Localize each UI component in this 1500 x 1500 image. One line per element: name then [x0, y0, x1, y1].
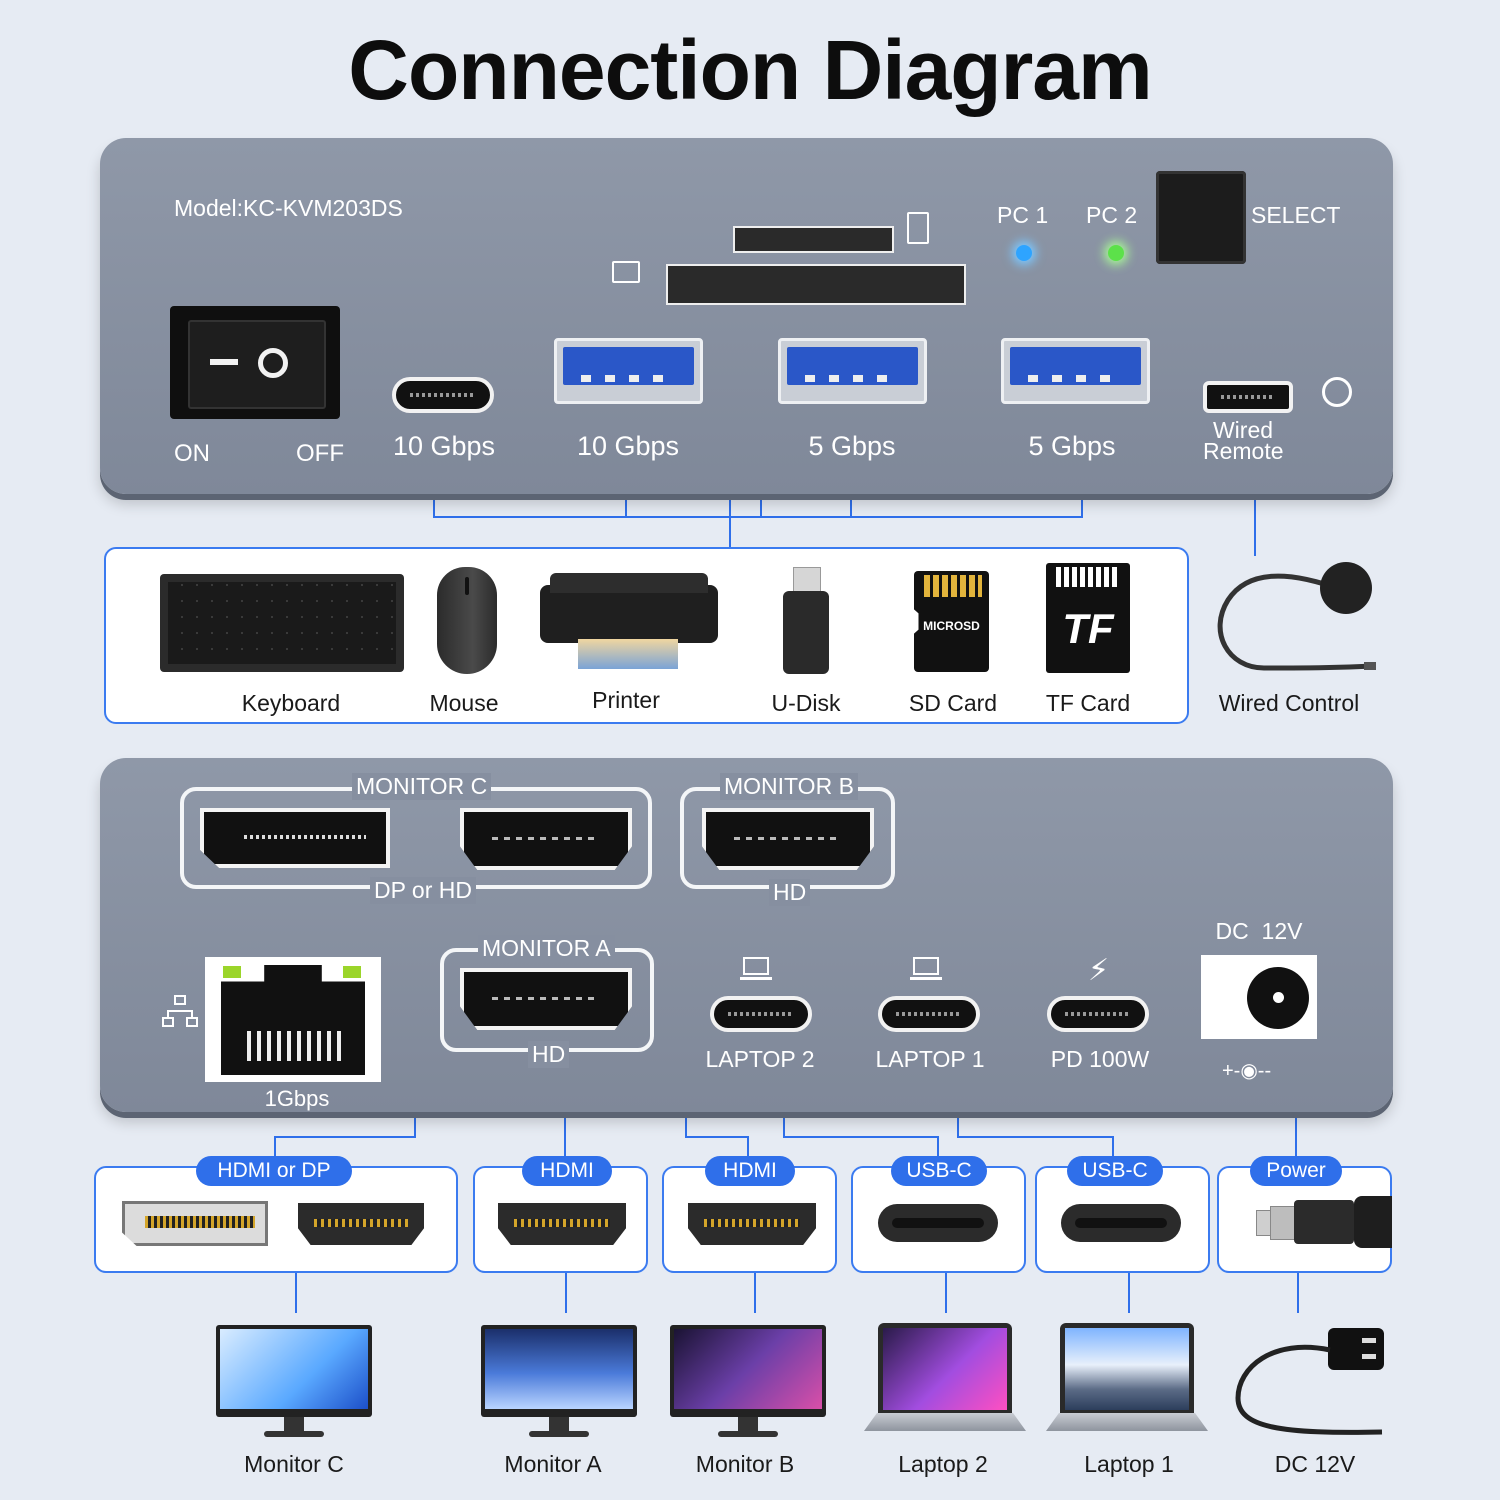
displayport-plug-icon	[122, 1201, 268, 1246]
hdmi-port-monitor-a[interactable]	[460, 968, 632, 1030]
pc2-label: PC 2	[1086, 202, 1138, 228]
laptop1-icon	[910, 957, 942, 981]
tf-card-slot[interactable]	[733, 226, 894, 253]
lightning-icon: ⚡	[1088, 954, 1110, 987]
monitor-b-target-label: Monitor B	[695, 1451, 795, 1477]
printer-label: Printer	[592, 687, 660, 713]
usb-a-port-2[interactable]	[778, 338, 927, 404]
ethernet-port[interactable]	[205, 957, 381, 1082]
pc1-label: PC 1	[997, 202, 1049, 228]
wired-remote-label: Wired Remote	[1203, 417, 1284, 464]
usba1-speed-label: 10 Gbps	[576, 431, 680, 461]
hdmi-plug-icon-c	[298, 1203, 424, 1245]
dc-label: DC 12V	[1215, 918, 1303, 944]
model-label: Model:KC-KVM203DS	[174, 195, 403, 221]
switch-on-mark	[210, 359, 238, 365]
laptop2-icon	[740, 957, 772, 981]
monitor-b-label: MONITOR B	[720, 773, 858, 800]
power-adapter-icon	[1235, 1328, 1384, 1435]
usb-drive-icon	[783, 567, 829, 674]
monitor-c-icon	[216, 1325, 372, 1440]
microsd-card-icon: MICROSD	[914, 571, 989, 672]
usb-c-port-laptop2[interactable]	[710, 996, 812, 1032]
sdcard-label: SD Card	[908, 690, 998, 716]
usba3-speed-label: 5 Gbps	[1028, 431, 1116, 461]
usb-c-port-pd[interactable]	[1047, 996, 1149, 1032]
power-switch[interactable]	[170, 306, 340, 419]
pill-power: Power	[1250, 1156, 1342, 1186]
hdmi-port-monitor-c[interactable]	[460, 808, 632, 870]
wired-remote-port[interactable]	[1203, 381, 1293, 413]
usbc-speed-label: 10 Gbps	[392, 431, 496, 461]
laptop-1-target-label: Laptop 1	[1084, 1451, 1174, 1477]
usbc-plug-icon-2	[878, 1204, 998, 1242]
sd-card-slot[interactable]	[666, 264, 966, 305]
usbc-plug-icon-1	[1061, 1204, 1181, 1242]
sd-card-icon	[612, 261, 640, 283]
tfcard-label: TF Card	[1045, 690, 1131, 716]
remote-icon	[1322, 377, 1352, 407]
ethernet-led-right	[343, 966, 361, 978]
keyboard-icon	[160, 574, 404, 672]
dc-plug-icon	[1256, 1194, 1392, 1252]
monitor-a-label: MONITOR A	[478, 935, 615, 962]
pill-hdmi-b: HDMI	[705, 1156, 795, 1186]
mouse-label: Mouse	[429, 690, 499, 716]
switch-off-mark	[258, 348, 288, 378]
select-button[interactable]	[1156, 171, 1246, 264]
monitor-b-hd-label: HD	[769, 879, 811, 906]
monitor-c-target-label: Monitor C	[244, 1451, 344, 1477]
dc-target-label: DC 12V	[1274, 1451, 1356, 1477]
laptop-1-icon	[1046, 1323, 1208, 1438]
pd-label: PD 100W	[1050, 1046, 1150, 1072]
usba2-speed-label: 5 Gbps	[808, 431, 896, 461]
dp-or-hd-label: DP or HD	[370, 877, 476, 904]
switch-off-label: OFF	[296, 440, 344, 467]
laptop-2-icon	[864, 1323, 1026, 1438]
usb-a-port-3[interactable]	[1001, 338, 1150, 404]
network-icon	[162, 995, 198, 1029]
pill-hdmi-a: HDMI	[522, 1156, 612, 1186]
ethernet-speed-label: 1Gbps	[264, 1086, 330, 1111]
mouse-icon	[437, 567, 497, 674]
usb-a-port-1[interactable]	[554, 338, 703, 404]
select-label: SELECT	[1251, 202, 1341, 228]
pc2-led	[1108, 245, 1124, 261]
pc1-led	[1016, 245, 1032, 261]
ethernet-led-left	[223, 966, 241, 978]
printer-icon	[540, 573, 718, 669]
wired-control-label: Wired Control	[1218, 690, 1360, 716]
monitor-b-icon	[670, 1325, 826, 1440]
tf-card-icon	[907, 212, 929, 244]
pill-usbc-2: USB-C	[891, 1156, 987, 1186]
monitor-c-label: MONITOR C	[352, 773, 492, 800]
laptop1-label: LAPTOP 1	[875, 1046, 985, 1072]
tf-card-icon: TF	[1046, 563, 1130, 673]
laptop-2-target-label: Laptop 2	[898, 1451, 988, 1477]
monitor-a-target-label: Monitor A	[504, 1451, 602, 1477]
laptop2-label: LAPTOP 2	[705, 1046, 815, 1072]
pill-usbc-1: USB-C	[1067, 1156, 1163, 1186]
usb-c-port-front[interactable]	[392, 377, 494, 413]
dc-power-jack[interactable]	[1201, 955, 1317, 1039]
usb-c-port-laptop1[interactable]	[878, 996, 980, 1032]
hdmi-plug-icon-a	[498, 1203, 626, 1245]
keyboard-label: Keyboard	[241, 690, 341, 716]
pill-hdmi-or-dp: HDMI or DP	[196, 1156, 352, 1186]
hdmi-plug-icon-b	[688, 1203, 816, 1245]
monitor-a-icon	[481, 1325, 637, 1440]
wired-remote-icon	[1217, 562, 1376, 671]
page-title: Connection Diagram	[348, 23, 1152, 117]
displayport-port[interactable]	[200, 808, 390, 868]
udisk-label: U-Disk	[771, 690, 841, 716]
switch-on-label: ON	[174, 440, 210, 467]
polarity-label: +-◉--	[1222, 1060, 1272, 1082]
monitor-a-hd-label: HD	[528, 1041, 570, 1068]
hdmi-port-monitor-b[interactable]	[702, 808, 874, 870]
